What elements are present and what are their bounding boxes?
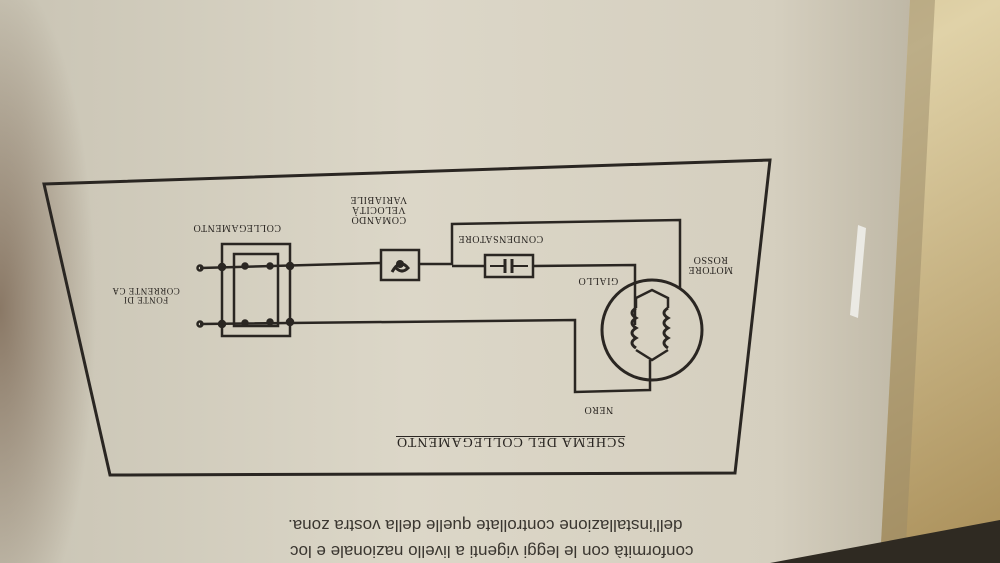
label-collegamento: COLLEGAMENTO [193,222,282,233]
left-shadow [0,0,160,563]
dark-corner [770,520,1000,563]
label-fonte-corrente: FONTE DI CORRENTE CA [112,286,180,305]
condensatore-symbol [483,253,535,279]
label-giallo: GIALLO [578,275,619,286]
body-text-line-2: conformità con le leggi vigenti a livell… [290,542,694,561]
label-condensatore: CONDENSATORE [458,233,544,244]
collegamento-block [196,242,295,338]
body-text-line-1: dell'installazione controllate quelle de… [288,516,683,535]
wire-top-right [420,218,682,288]
motore-symbol [600,278,704,382]
diagram-frame [42,158,772,477]
metal-clip [850,225,866,318]
label-nero: NERO [584,404,614,415]
comando-velocita-symbol [379,248,421,282]
terminal-box [220,242,292,338]
label-comando-velocita: COMANDO VELOCITÀ VARIABILE [350,194,408,225]
paper-edge-shadow [880,0,935,563]
label-motore: MOTORE ROSSO [688,254,734,275]
diagram-title: SCHEMA DEL COLLEGAMENTO [396,434,626,449]
paper-sheet [0,0,910,563]
